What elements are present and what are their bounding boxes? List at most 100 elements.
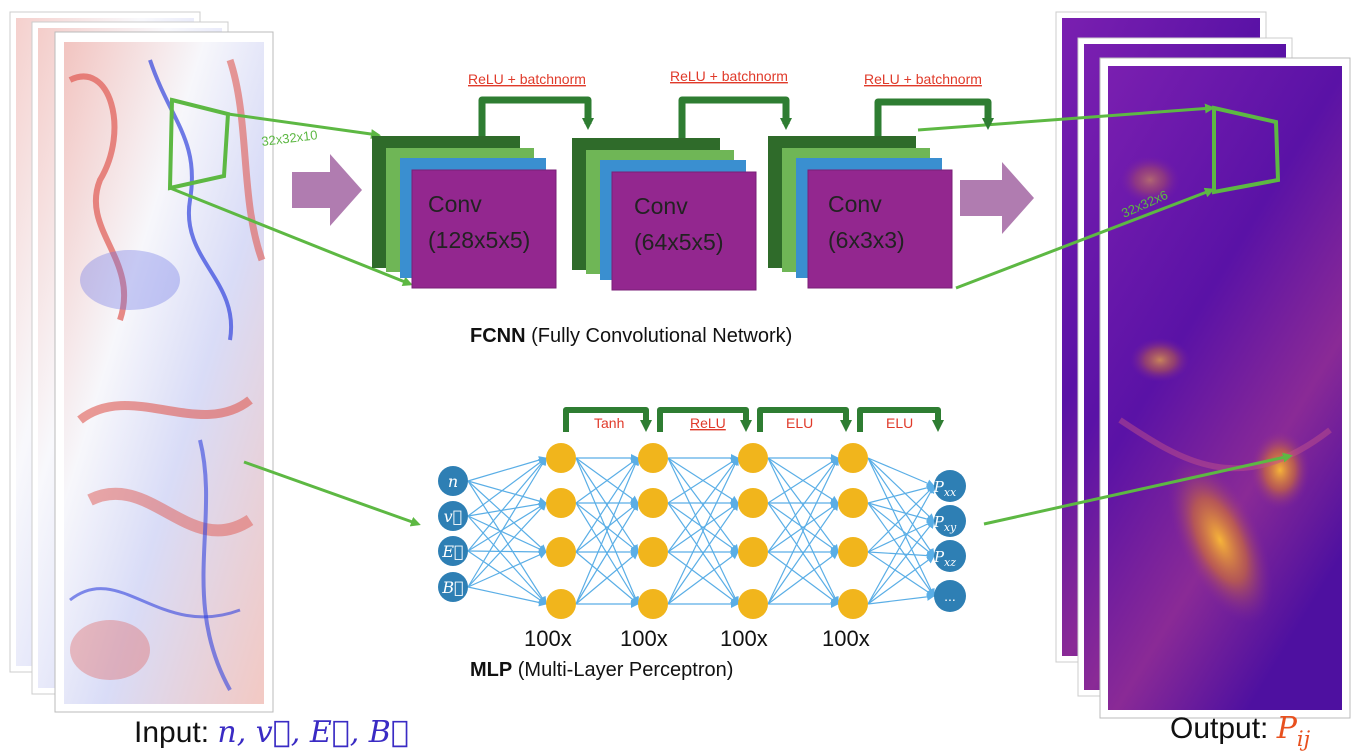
mlp-input-b: B⃗ <box>438 572 468 602</box>
output-patch-outline <box>1212 105 1281 195</box>
conv-block-2-face <box>611 171 757 291</box>
mlp-link <box>867 592 935 605</box>
mlp-neuron <box>546 443 576 473</box>
mlp-input-n-label: n <box>448 472 458 491</box>
mlp-link <box>867 551 935 560</box>
mlp-link <box>767 502 839 553</box>
mlp-link <box>667 551 739 605</box>
mlp-input-v-label: v⃗ <box>444 507 463 526</box>
mlp-output-pxx: Pxx <box>933 470 966 502</box>
conv-block-1: Conv (128x5x5) <box>372 136 557 289</box>
mlp-count-4: 100x <box>822 626 870 651</box>
conv-block-3-name: Conv <box>828 191 882 217</box>
mlp-output-pxz-main: P <box>933 548 945 566</box>
input-label-prefix: Input: <box>134 716 217 749</box>
mlp-link <box>467 456 547 482</box>
mlp-hidden-layer-2 <box>638 443 668 619</box>
mlp-link <box>667 502 739 553</box>
conv-block-1-shape: (128x5x5) <box>428 227 530 253</box>
mlp-input-b-label: B⃗ <box>441 578 463 597</box>
mlp-link <box>467 515 547 553</box>
fcnn-to-output-arrow <box>960 162 1034 234</box>
svg-text:Pxy: Pxy <box>933 513 957 534</box>
mlp-output-pxz: Pxz <box>933 540 966 572</box>
mlp-neuron <box>638 488 668 518</box>
mlp-link <box>467 457 547 588</box>
mlp-link <box>867 502 935 557</box>
mlp-input-n: n <box>438 466 468 496</box>
mlp-neuron <box>838 443 868 473</box>
fcnn-caption-rest: (Fully Convolutional Network) <box>526 325 793 347</box>
mlp-link <box>467 586 547 607</box>
mlp-activation-arrow-4 <box>857 407 944 432</box>
mlp-hidden-layer-3 <box>738 443 768 619</box>
mlp-link <box>767 551 839 605</box>
mlp-neuron <box>638 589 668 619</box>
mlp-output-nodes: Pxx Pxy Pxz ... <box>933 470 966 612</box>
fcnn-activation-1: ReLU + batchnorm <box>468 71 586 87</box>
mlp-neuron <box>738 488 768 518</box>
input-to-fcnn-arrow <box>292 154 362 226</box>
fcnn-caption-bold: FCNN <box>470 325 526 347</box>
mlp-neuron <box>838 537 868 567</box>
mlp-link <box>867 485 935 605</box>
mlp-neuron <box>738 589 768 619</box>
mlp-count-3: 100x <box>720 626 768 651</box>
mlp-link <box>867 520 935 605</box>
svg-text:Pxx: Pxx <box>933 478 957 499</box>
conv-block-1-name: Conv <box>428 191 482 217</box>
mlp-hidden-layer-4 <box>838 443 868 619</box>
mlp-link <box>867 520 935 553</box>
mlp-link <box>667 502 739 605</box>
input-patch-outline <box>167 97 231 191</box>
mlp-to-output-arrow <box>983 452 1293 526</box>
output-field-stack <box>1055 11 1351 719</box>
mlp-caption-rest: (Multi-Layer Perceptron) <box>512 659 733 681</box>
patch-line-top-in <box>227 112 381 139</box>
mlp-output-more-label: ... <box>944 588 956 604</box>
mlp-neuron <box>738 443 768 473</box>
mlp-link <box>767 457 839 605</box>
mlp-link <box>467 457 547 552</box>
conv-block-2: Conv (64x5x5) <box>572 138 757 291</box>
mlp-link <box>467 547 547 556</box>
conv-block-2-shape: (64x5x5) <box>634 229 723 255</box>
mlp-link <box>575 551 639 605</box>
input-label: Input: n, v⃗, E⃗, B⃗ <box>134 715 409 750</box>
mlp-output-pxy-sub: xy <box>944 521 957 534</box>
mlp-link <box>867 551 935 597</box>
patch-in-label: 32x32x10 <box>261 127 319 149</box>
fcnn-activation-arrow-3 <box>874 98 994 136</box>
mlp-activation-1: Tanh <box>594 415 624 431</box>
mlp-link <box>667 457 739 553</box>
mlp-connections <box>467 454 935 608</box>
mlp-link <box>867 555 935 605</box>
mlp-output-pxy-main: P <box>933 513 945 531</box>
mlp-neuron <box>638 537 668 567</box>
mlp-output-pxx-main: P <box>933 478 945 496</box>
mlp-activation-arrow-1 <box>563 407 652 432</box>
mlp-link <box>467 500 547 517</box>
mlp-neuron <box>546 589 576 619</box>
input-field-image <box>64 42 266 704</box>
mlp-link <box>867 457 935 557</box>
mlp-activation-3: ELU <box>786 415 813 431</box>
mlp-link <box>575 457 639 605</box>
conv-block-3-shape: (6x3x3) <box>828 227 905 253</box>
mlp-link <box>575 502 639 605</box>
mlp-caption-bold: MLP <box>470 659 512 681</box>
conv-block-1-face <box>411 169 557 289</box>
output-label: Output: Pij <box>1170 711 1311 751</box>
mlp-link <box>467 515 547 605</box>
input-field-stack <box>9 11 274 713</box>
mlp-link <box>575 457 639 553</box>
mlp-link <box>575 502 639 553</box>
mlp-output-pxz-sub: xz <box>944 556 956 569</box>
mlp-link <box>867 457 935 597</box>
mlp-output-pxy: Pxy <box>933 505 966 537</box>
fcnn-activation-3: ReLU + batchnorm <box>864 71 982 87</box>
output-label-math: P <box>1276 711 1298 746</box>
svg-text:Pxz: Pxz <box>933 548 956 569</box>
fcnn-activation-arrow-1 <box>478 96 594 136</box>
